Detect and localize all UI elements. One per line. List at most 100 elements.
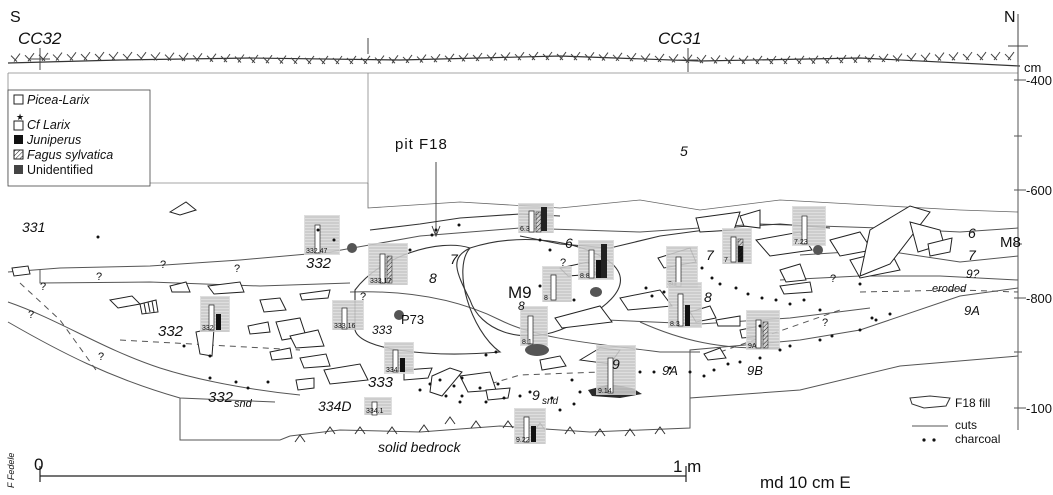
charcoal-dot bbox=[208, 354, 212, 358]
histogram-label: 9A bbox=[748, 343, 757, 350]
charcoal-dot bbox=[710, 276, 714, 280]
taxa-histogram: 8.8 bbox=[578, 240, 614, 280]
legend-charcoal: charcoal bbox=[955, 432, 1000, 446]
grass-tick bbox=[570, 51, 581, 61]
histogram-label: 9.22 bbox=[516, 437, 530, 444]
grass-tick bbox=[374, 55, 385, 64]
charcoal-dot bbox=[434, 228, 438, 232]
histogram-label: 332 bbox=[202, 325, 214, 332]
pit-f18-fill-boundary bbox=[367, 183, 1019, 213]
histogram-label: 334.1 bbox=[366, 408, 384, 415]
grass-tick bbox=[822, 55, 833, 64]
bedrock-chevron bbox=[418, 424, 430, 433]
grass-tick bbox=[290, 55, 301, 65]
grass-tick bbox=[612, 52, 623, 62]
layer-9b: 9B bbox=[747, 363, 763, 378]
histogram-bar-picea bbox=[755, 319, 762, 349]
grass-tick bbox=[262, 54, 273, 64]
layer-8: 8 bbox=[704, 289, 712, 305]
scale-note: md 10 cm E bbox=[760, 473, 851, 492]
charcoal-dot bbox=[818, 338, 822, 342]
histogram-label: 8.3 bbox=[670, 321, 680, 328]
grass-tick bbox=[598, 52, 609, 61]
grass-tick bbox=[640, 53, 651, 62]
charcoal-dot bbox=[802, 298, 806, 302]
grass-tick bbox=[766, 55, 777, 65]
charcoal-dot bbox=[502, 396, 506, 400]
charcoal-dot bbox=[316, 228, 320, 232]
grass-tick bbox=[66, 52, 77, 61]
legend-juniperus: Juniperus bbox=[26, 133, 81, 147]
grass-tick bbox=[808, 55, 819, 64]
svg-text:?: ? bbox=[40, 281, 46, 293]
charcoal-dot bbox=[548, 248, 552, 252]
histogram-bar-picea bbox=[607, 357, 614, 394]
histogram-bar-picea bbox=[379, 253, 386, 284]
legend-cuts: cuts bbox=[955, 418, 977, 432]
histogram-bar-fagus bbox=[386, 255, 393, 284]
charcoal-dot bbox=[494, 350, 498, 354]
layer-9snd-subscript: snd bbox=[542, 396, 559, 407]
grass-tick bbox=[892, 53, 903, 62]
histogram-label: 6.3 bbox=[520, 226, 530, 233]
grass-tick bbox=[346, 55, 357, 65]
bedrock-chevron bbox=[386, 426, 398, 435]
grass-tick bbox=[360, 55, 371, 65]
taxa-histogram: 9A bbox=[746, 310, 780, 350]
grass-tick bbox=[276, 55, 287, 64]
charcoal-dot bbox=[484, 400, 488, 404]
layer-8: 8 bbox=[429, 270, 437, 286]
charcoal-dots bbox=[96, 223, 892, 412]
charcoal-dot bbox=[874, 318, 878, 322]
charcoal-dot bbox=[788, 302, 792, 306]
p73-label: P73 bbox=[401, 312, 424, 327]
histogram-bar-picea bbox=[677, 293, 684, 327]
grass-tick bbox=[1004, 51, 1015, 61]
legend-fagus: Fagus sylvatica bbox=[27, 148, 113, 162]
m8-label: M8 bbox=[1000, 234, 1021, 251]
depth-axis bbox=[1014, 62, 1026, 430]
bedrock-chevron bbox=[354, 426, 366, 435]
grass-tick bbox=[906, 52, 917, 62]
grass-tick bbox=[458, 53, 469, 62]
taxa-histogram: 8.1 bbox=[520, 306, 548, 346]
scale-end: 1 m bbox=[673, 457, 701, 476]
charcoal-dot bbox=[870, 316, 874, 320]
charcoal-dot bbox=[572, 402, 576, 406]
taxa-histogram: 333.17 bbox=[368, 243, 408, 285]
grass-tick bbox=[514, 51, 525, 61]
histogram-label: 8 bbox=[544, 295, 548, 302]
surface-vegetation bbox=[10, 51, 1015, 65]
sample-markers bbox=[347, 243, 823, 356]
charcoal-dot bbox=[96, 235, 100, 239]
grass-tick bbox=[248, 54, 259, 64]
layer-9: 9 bbox=[612, 356, 620, 372]
charcoal-dot bbox=[758, 324, 762, 328]
bedrock-chevron bbox=[324, 426, 336, 435]
fill-outline-icon bbox=[909, 395, 951, 409]
grass-tick bbox=[500, 52, 511, 61]
charcoal-dot bbox=[496, 382, 500, 386]
grass-tick bbox=[724, 55, 735, 65]
layer-7: 7 bbox=[706, 247, 715, 263]
bedrock-chevron bbox=[594, 428, 606, 437]
histogram-label: 333.17 bbox=[370, 278, 392, 285]
charcoal-dot bbox=[702, 374, 706, 378]
histogram-background bbox=[722, 228, 752, 264]
charcoal-dot bbox=[460, 376, 464, 380]
taxa-histogram: 7 bbox=[722, 228, 752, 264]
charcoal-dot bbox=[570, 378, 574, 382]
star-bar-icon bbox=[13, 120, 24, 131]
charcoal-dot bbox=[484, 353, 488, 357]
bedrock-chevron bbox=[654, 426, 666, 435]
grass-tick bbox=[794, 55, 805, 65]
charcoal-dot bbox=[688, 370, 692, 374]
charcoal-dot bbox=[644, 286, 648, 290]
north-label: N bbox=[1004, 9, 1016, 26]
charcoal-dot bbox=[638, 370, 642, 374]
charcoal-dot bbox=[246, 386, 250, 390]
grass-tick bbox=[136, 51, 147, 61]
grass-tick bbox=[108, 51, 119, 61]
histogram-bar-juniperus bbox=[216, 314, 221, 330]
